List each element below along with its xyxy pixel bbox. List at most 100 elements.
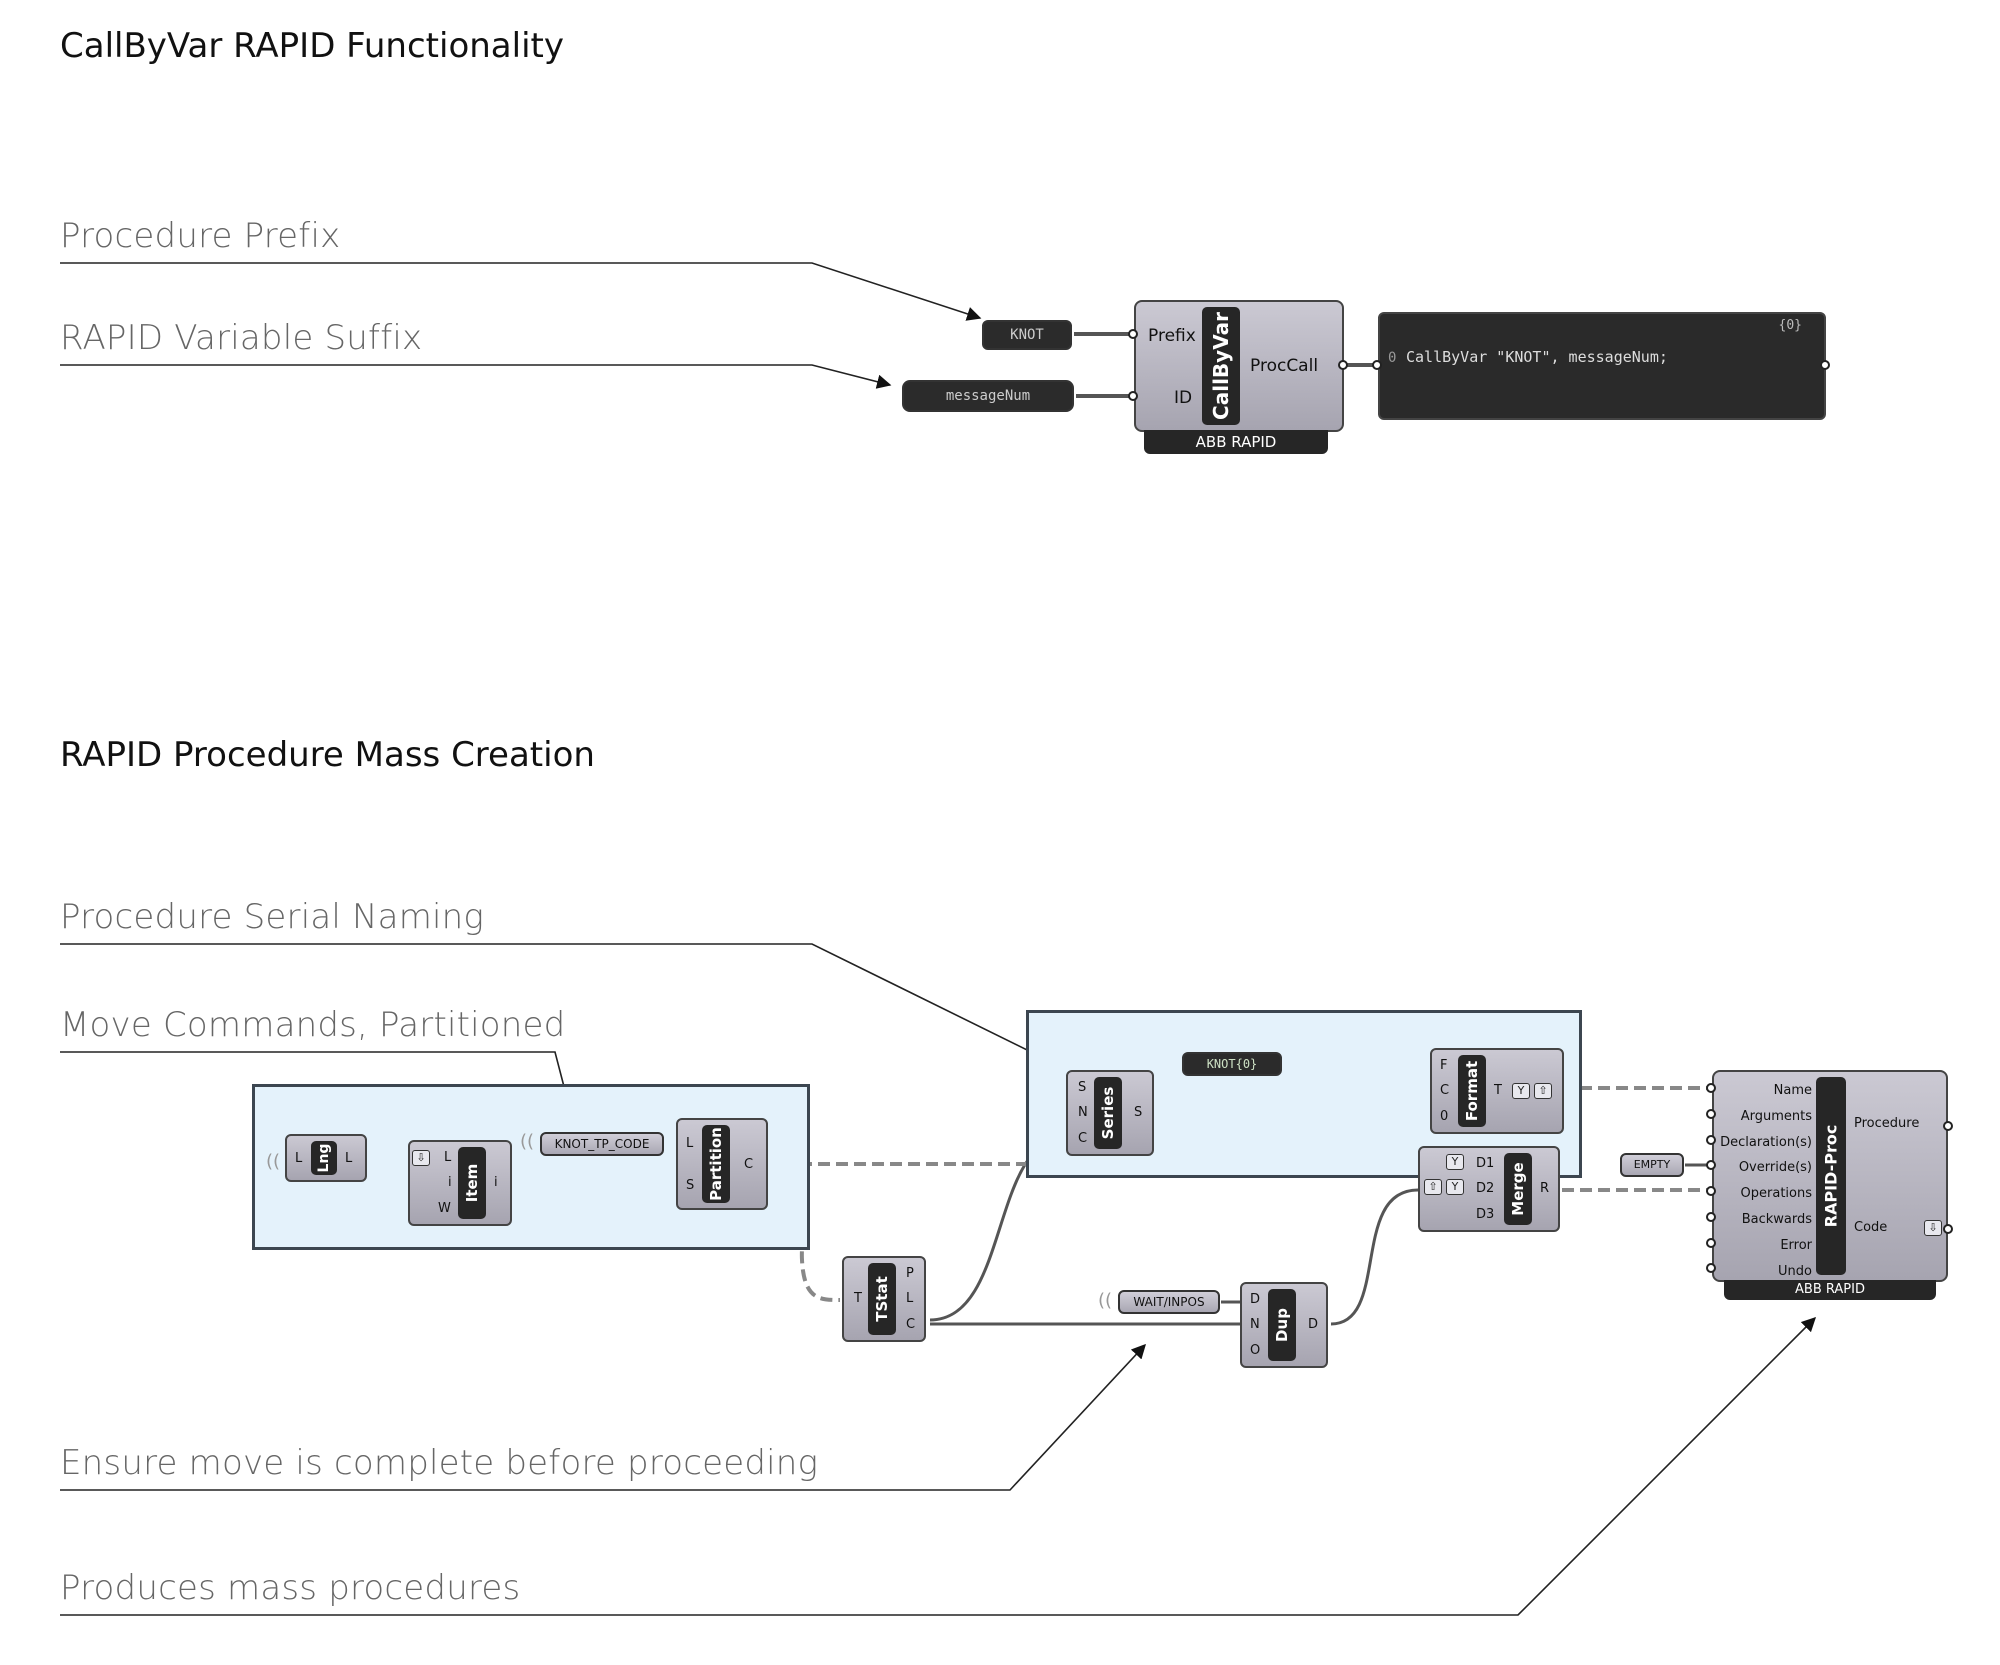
- section-title-mass-creation: RAPID Procedure Mass Creation: [60, 735, 595, 775]
- component-name-lng: Lng: [316, 1143, 332, 1173]
- rapid-proc-component[interactable]: Name Arguments Declaration(s) Override(s…: [1712, 1070, 1948, 1282]
- rapid-proc-strip: RAPID-Proc: [1816, 1077, 1846, 1275]
- input-label-error: Error: [1780, 1237, 1812, 1253]
- knot-format-panel[interactable]: KNOT{0}: [1182, 1052, 1282, 1076]
- lng-strip: Lng: [311, 1141, 337, 1175]
- output-port-proccall[interactable]: [1338, 360, 1348, 370]
- port-arguments[interactable]: [1706, 1109, 1716, 1119]
- knot-prefix-panel[interactable]: KNOT: [982, 320, 1072, 350]
- tstat-out-c-label: C: [906, 1317, 916, 1332]
- component-name-rapid-proc: RAPID-Proc: [1821, 1124, 1841, 1228]
- input-label-overrides: Override(s): [1738, 1160, 1812, 1176]
- tstat-out-l-label: L: [906, 1291, 914, 1306]
- component-name-dup: Dup: [1273, 1308, 1291, 1342]
- port-label-id: ID: [1174, 388, 1193, 408]
- dup-in-n-label: N: [1250, 1317, 1260, 1332]
- simplify-icon[interactable]: ⇩: [1924, 1220, 1942, 1236]
- callbyvar-strip: CallByVar: [1202, 307, 1240, 425]
- arrow-pointer-icon[interactable]: ⇩: [412, 1150, 430, 1166]
- component-name-series: Series: [1099, 1086, 1117, 1140]
- wireless-icon: ((: [520, 1131, 535, 1152]
- port-code-out[interactable]: [1943, 1224, 1953, 1234]
- series-in-s-label: S: [1078, 1080, 1087, 1095]
- note-procedure-prefix: Procedure Prefix: [60, 216, 341, 256]
- wireless-icon: ((: [266, 1151, 281, 1172]
- merge-in-d2-label: D2: [1476, 1181, 1495, 1196]
- flatten-icon[interactable]: Y: [1446, 1179, 1464, 1195]
- input-label-undo: Undo: [1778, 1263, 1812, 1279]
- wait-inpos-param[interactable]: WAIT/INPOS: [1118, 1290, 1220, 1314]
- partition-strip: Partition: [702, 1125, 730, 1203]
- graft-icon[interactable]: ⇧: [1534, 1083, 1552, 1099]
- item-strip: Item: [458, 1147, 486, 1219]
- leader-rapid-variable-suffix: [60, 364, 892, 389]
- dup-strip: Dup: [1268, 1289, 1296, 1361]
- port-overrides[interactable]: [1706, 1160, 1716, 1170]
- panel-input-port[interactable]: [1372, 360, 1382, 370]
- input-label-declarations: Declaration(s): [1720, 1134, 1812, 1150]
- partition-component[interactable]: L S Partition C: [676, 1118, 768, 1210]
- panel-path: {0}: [1778, 318, 1802, 333]
- port-error[interactable]: [1706, 1238, 1716, 1248]
- section-title-callbyvar: CallByVar RAPID Functionality: [60, 26, 564, 66]
- output-label-code: Code: [1854, 1220, 1888, 1235]
- port-name[interactable]: [1706, 1083, 1716, 1093]
- tp-code-param[interactable]: KNOT_TP_CODE: [540, 1132, 664, 1156]
- component-name-merge: Merge: [1509, 1162, 1527, 1216]
- dup-in-d-label: D: [1250, 1292, 1261, 1307]
- note-move-commands: Move Commands, Partitioned: [60, 1005, 566, 1045]
- input-label-name: Name: [1773, 1083, 1812, 1098]
- format-strip: Format: [1458, 1055, 1486, 1127]
- tstat-in-label: T: [854, 1291, 862, 1306]
- item-component[interactable]: ⇩ L i W Item i: [408, 1140, 512, 1226]
- proccall-output-panel[interactable]: {0} 0 CallByVar "KNOT", messageNum;: [1378, 312, 1826, 420]
- port-undo[interactable]: [1706, 1263, 1716, 1273]
- merge-component[interactable]: Y ⇧ Y D1 D2 D3 Merge R: [1418, 1146, 1560, 1232]
- item-out-label: i: [494, 1175, 498, 1190]
- series-out-label: S: [1134, 1105, 1143, 1120]
- callbyvar-component[interactable]: Prefix ID CallByVar ProcCall: [1134, 300, 1344, 432]
- dup-out-label: D: [1308, 1317, 1319, 1332]
- wireless-icon: ((: [1098, 1290, 1113, 1311]
- series-in-n-label: N: [1078, 1105, 1088, 1120]
- format-component[interactable]: F C 0 Format T Y ⇧: [1430, 1048, 1564, 1134]
- leader-procedure-prefix: [60, 262, 982, 321]
- item-in-l-label: L: [444, 1150, 452, 1165]
- tstat-component[interactable]: T TStat P L C: [842, 1256, 926, 1342]
- tstat-out-p-label: P: [906, 1266, 914, 1281]
- port-declarations[interactable]: [1706, 1135, 1716, 1145]
- note-rapid-variable-suffix: RAPID Variable Suffix: [60, 318, 423, 358]
- merge-in-d1-label: D1: [1476, 1156, 1495, 1171]
- merge-in-d3-label: D3: [1476, 1207, 1495, 1222]
- wire-dup-merge: [1330, 1188, 1419, 1326]
- graft-icon[interactable]: ⇧: [1424, 1179, 1442, 1195]
- dup-in-o-label: O: [1250, 1343, 1261, 1358]
- callbyvar-footer: ABB RAPID: [1144, 430, 1328, 454]
- empty-param[interactable]: EMPTY: [1620, 1153, 1684, 1177]
- input-port-prefix[interactable]: [1128, 329, 1138, 339]
- note-produces-mass: Produces mass procedures: [60, 1568, 521, 1608]
- series-in-c-label: C: [1078, 1131, 1088, 1146]
- merge-strip: Merge: [1504, 1153, 1532, 1225]
- port-procedure-out[interactable]: [1943, 1121, 1953, 1131]
- leader-procedure-serial-naming: [60, 943, 1090, 1081]
- flatten-icon[interactable]: Y: [1446, 1154, 1464, 1170]
- wire-partition-tstat: [763, 1164, 841, 1302]
- lng-in-label: L: [295, 1151, 303, 1166]
- tstat-strip: TStat: [868, 1263, 896, 1335]
- dup-component[interactable]: D N O Dup D: [1240, 1282, 1328, 1368]
- component-name-callbyvar: CallByVar: [1209, 312, 1233, 420]
- note-ensure-move: Ensure move is complete before proceedin…: [60, 1443, 819, 1483]
- merge-out-label: R: [1540, 1181, 1550, 1196]
- flatten-icon[interactable]: Y: [1512, 1083, 1530, 1099]
- output-label-procedure: Procedure: [1854, 1116, 1920, 1131]
- panel-output-port[interactable]: [1820, 360, 1830, 370]
- messagenum-panel[interactable]: messageNum: [902, 380, 1074, 412]
- port-operations[interactable]: [1706, 1186, 1716, 1196]
- input-port-id[interactable]: [1128, 391, 1138, 401]
- lng-out-label: L: [345, 1151, 353, 1166]
- series-component[interactable]: S N C Series S: [1066, 1070, 1154, 1156]
- lng-component[interactable]: L Lng L: [285, 1134, 367, 1182]
- partition-in-s-label: S: [686, 1178, 695, 1193]
- port-backwards[interactable]: [1706, 1212, 1716, 1222]
